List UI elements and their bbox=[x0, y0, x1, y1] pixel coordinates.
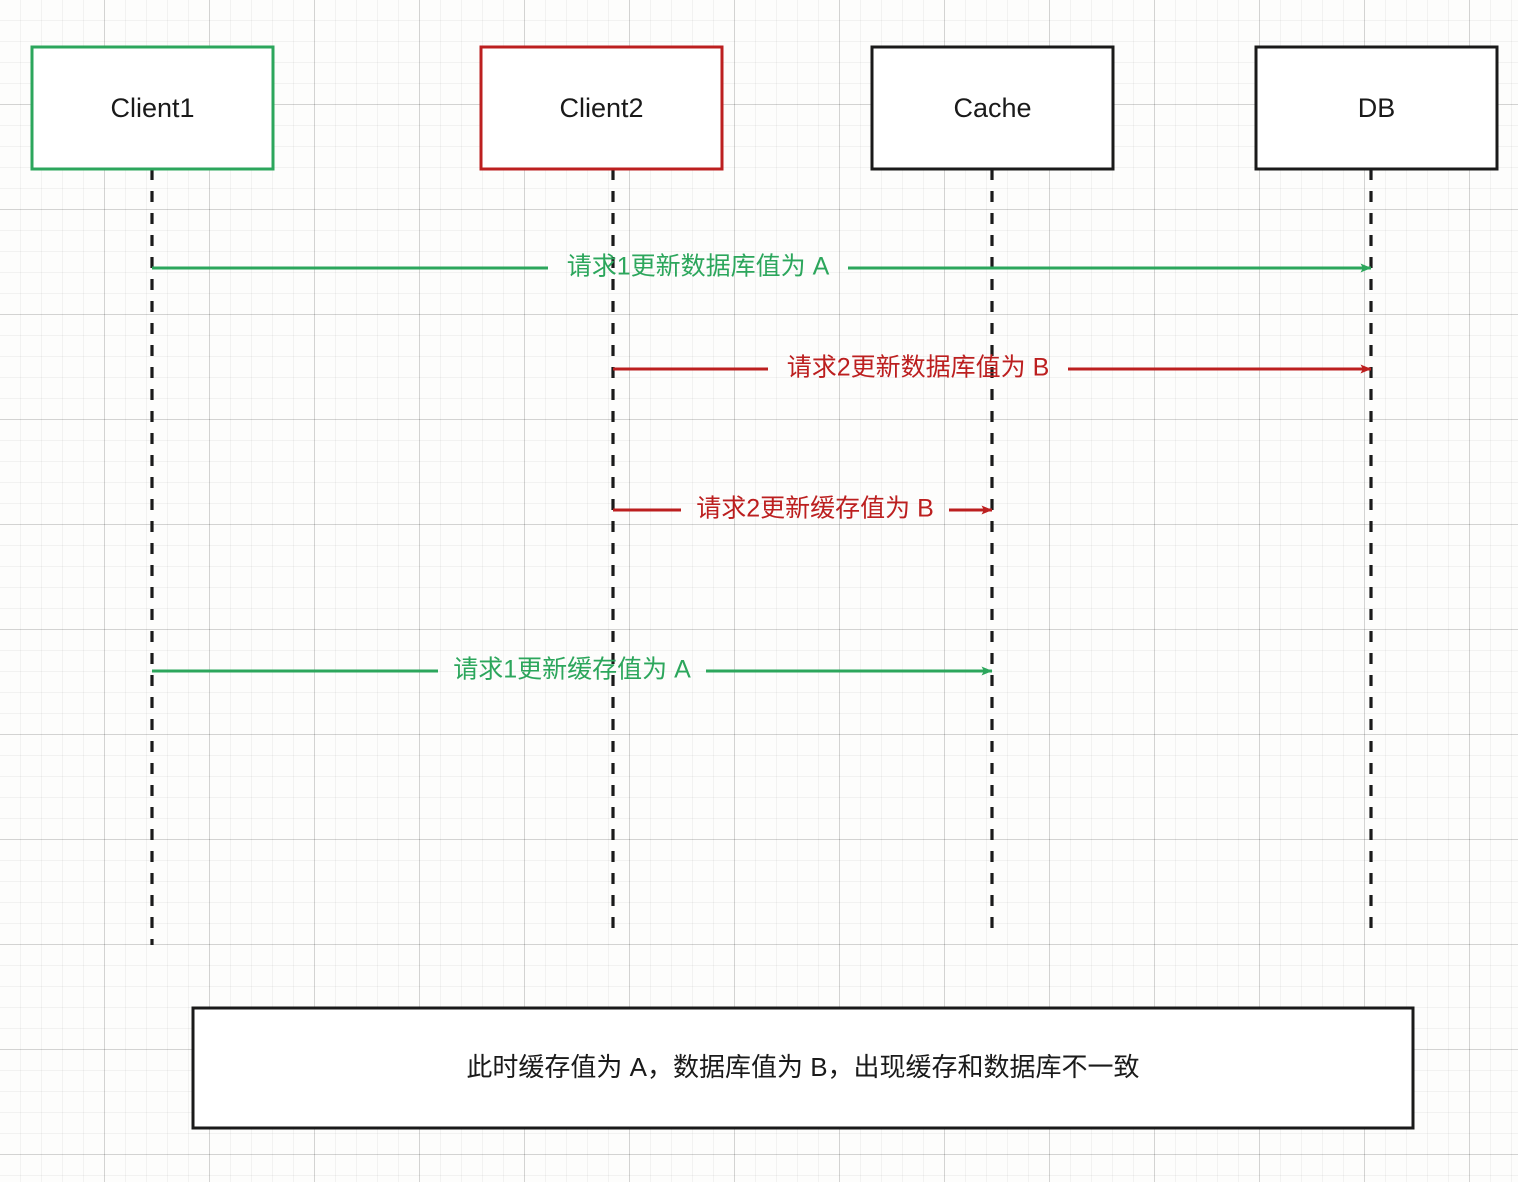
lifelines-group bbox=[150, 169, 1373, 945]
participant-label-db: DB bbox=[1358, 93, 1396, 123]
participant-label-cache: Cache bbox=[953, 93, 1031, 123]
participant-box-db[interactable] bbox=[1254, 45, 1499, 171]
message-1[interactable]: 请求1更新数据库值为 A bbox=[152, 253, 1372, 281]
participant-client1[interactable]: Client1 bbox=[30, 45, 275, 171]
participant-box-cache[interactable] bbox=[870, 45, 1115, 171]
note-box[interactable]: 此时缓存值为 A，数据库值为 B，出现缓存和数据库不一致 bbox=[191, 1006, 1415, 1130]
message-2-label: 请求2更新数据库值为 B bbox=[787, 354, 1050, 382]
note-box-text: 此时缓存值为 A，数据库值为 B，出现缓存和数据库不一致 bbox=[466, 1052, 1139, 1082]
participant-label-client2: Client2 bbox=[559, 93, 643, 123]
participant-cache[interactable]: Cache bbox=[870, 45, 1115, 171]
participant-label-client1: Client1 bbox=[110, 93, 194, 123]
message-2[interactable]: 请求2更新数据库值为 B bbox=[613, 354, 1372, 382]
participant-box-client1[interactable] bbox=[30, 45, 275, 171]
note-box-rect[interactable] bbox=[191, 1006, 1415, 1130]
message-4[interactable]: 请求1更新缓存值为 A bbox=[152, 656, 993, 684]
message-1-label: 请求1更新数据库值为 A bbox=[567, 253, 830, 281]
participant-db[interactable]: DB bbox=[1254, 45, 1499, 171]
message-3-label: 请求2更新缓存值为 B bbox=[696, 495, 934, 523]
message-3[interactable]: 请求2更新缓存值为 B bbox=[613, 495, 993, 523]
message-4-label: 请求1更新缓存值为 A bbox=[453, 656, 691, 684]
participant-box-client2[interactable] bbox=[479, 45, 724, 171]
participant-client2[interactable]: Client2 bbox=[479, 45, 724, 171]
